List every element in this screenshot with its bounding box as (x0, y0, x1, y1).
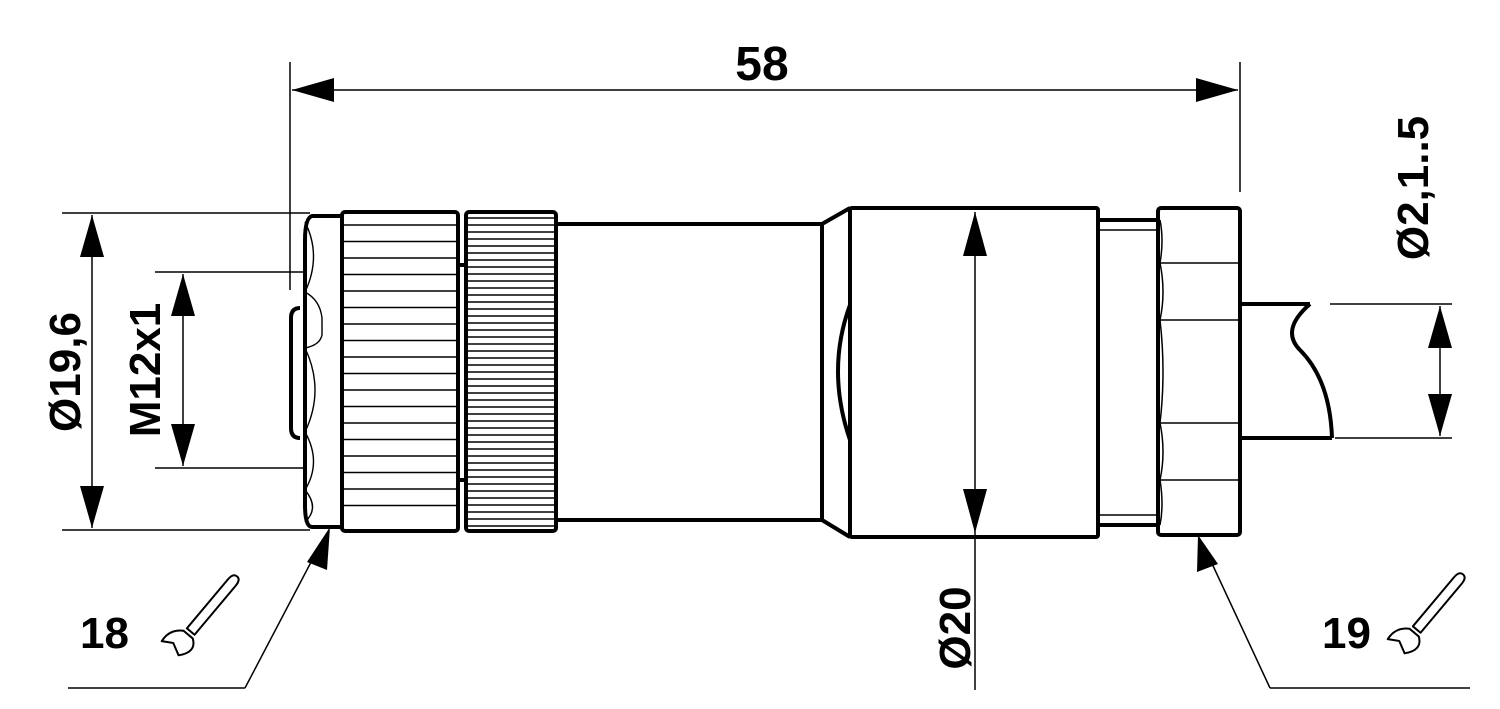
outer-diameter-dimension: Ø19,6 (41, 212, 310, 531)
wrench-icon (160, 574, 240, 657)
wrench-size-right: 19 (1322, 609, 1371, 658)
thread-dimension: M12x1 (121, 271, 305, 469)
body-diameter-dimension: Ø20 (931, 212, 987, 690)
length-label: 58 (735, 38, 788, 91)
cable-diameter-label: Ø2,1..5 (1389, 116, 1438, 260)
knurled-ring (464, 210, 558, 533)
middle-sleeve (556, 206, 852, 539)
outer-diameter-label: Ø19,6 (41, 312, 90, 432)
cable-stub (1240, 302, 1334, 440)
cable-diameter-dimension: Ø2,1..5 (1330, 116, 1452, 439)
main-housing (836, 206, 1100, 539)
wrench-icon (1386, 572, 1466, 655)
wrench-size-left: 18 (80, 609, 129, 658)
body-diameter-label: Ø20 (931, 586, 980, 669)
thread-label: M12x1 (121, 303, 170, 438)
length-dimension: 58 (289, 38, 1241, 290)
wrench-callout-left: 18 (68, 527, 330, 689)
wrench-callout-right: 19 (1197, 535, 1470, 689)
connector-body (289, 206, 1334, 539)
hex-gland-nut (1156, 206, 1242, 537)
coupling-nut (340, 210, 466, 533)
socket-face (289, 214, 342, 529)
rear-neck (1098, 218, 1158, 527)
